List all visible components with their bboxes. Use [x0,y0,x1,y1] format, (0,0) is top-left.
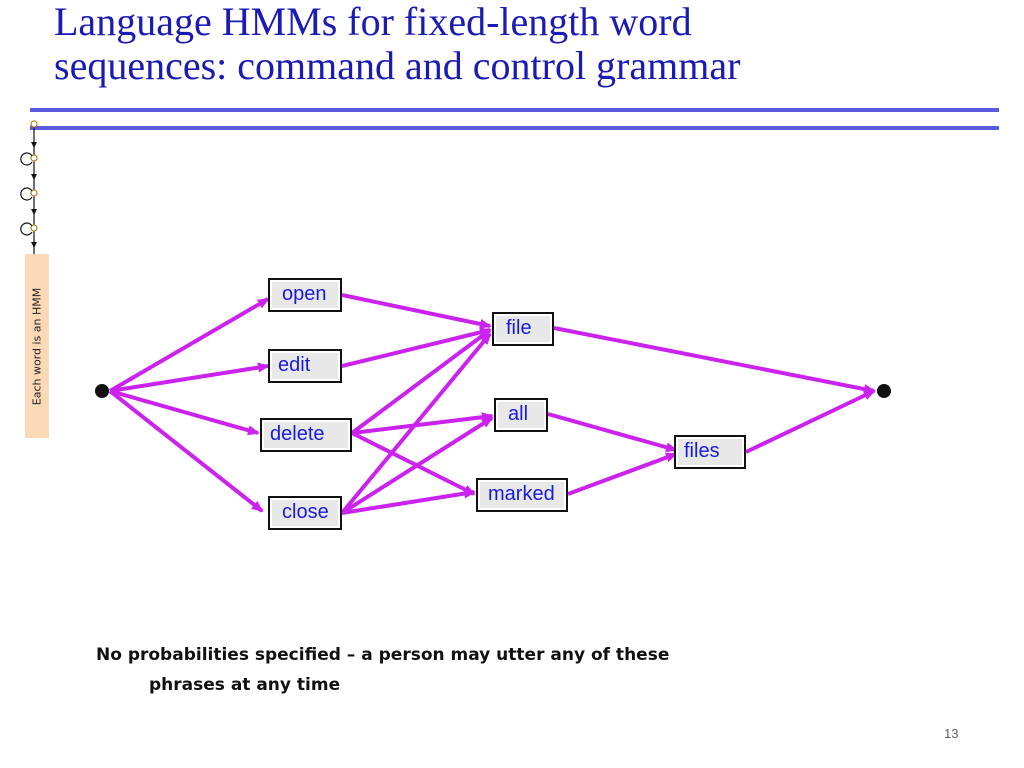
word-node-close: close [268,496,342,530]
hmm-state-1 [20,152,38,180]
slide-title-line-1: Language HMMs for fixed-length word [54,0,692,44]
start-node [95,384,109,398]
word-node-marked: marked [476,478,568,512]
edge-all-to-files [547,412,678,453]
title-rule-bottom [30,126,999,130]
slide-title: Language HMMs for fixed-length word sequ… [54,0,1004,88]
hmm-state-3 [20,222,38,248]
word-node-edit: edit [268,349,342,383]
edge-file-to-end [553,326,876,394]
edge-start-to-delete [109,389,260,436]
word-node-open: open [268,278,342,312]
title-rule-top [30,108,999,112]
edge-marked-to-files [567,452,678,496]
word-label-delete: delete [270,423,325,445]
edge-delete-to-file [350,328,492,435]
page-number: 13 [944,726,959,741]
edge-delete-to-marked [351,431,476,496]
edge-files-to-end [745,389,876,454]
hmm-state-2 [20,187,38,215]
end-node [877,384,891,398]
word-node-files: files [674,435,746,469]
word-label-edit: edit [278,354,311,376]
word-label-open: open [282,283,327,305]
edge-start-to-close [108,389,264,513]
word-node-file: file [492,312,554,346]
edge-close-to-marked [341,488,476,515]
footnote-line-1: No probabilities specified – a person ma… [96,645,670,665]
edge-start-to-open [108,297,270,393]
word-label-files: files [684,440,720,462]
footnote-line-2: phrases at any time [149,675,341,695]
word-label-close: close [282,501,329,523]
slide-title-line-2: sequences: command and control grammar [54,43,741,88]
edge-edit-to-file [341,327,492,368]
edge-start-to-edit [109,362,270,393]
word-label-all: all [508,403,529,425]
word-label-marked: marked [488,483,555,505]
word-node-all: all [494,398,548,432]
edges-group [108,293,876,515]
footnote: No probabilities specified – a person ma… [96,640,736,700]
side-label: Each word is an HMM [25,254,49,438]
hmm-chain-icon [20,120,38,254]
word-node-delete: delete [260,418,352,452]
edge-open-to-file [341,293,492,329]
edge-delete-to-all [351,412,494,435]
word-label-file: file [506,317,532,339]
